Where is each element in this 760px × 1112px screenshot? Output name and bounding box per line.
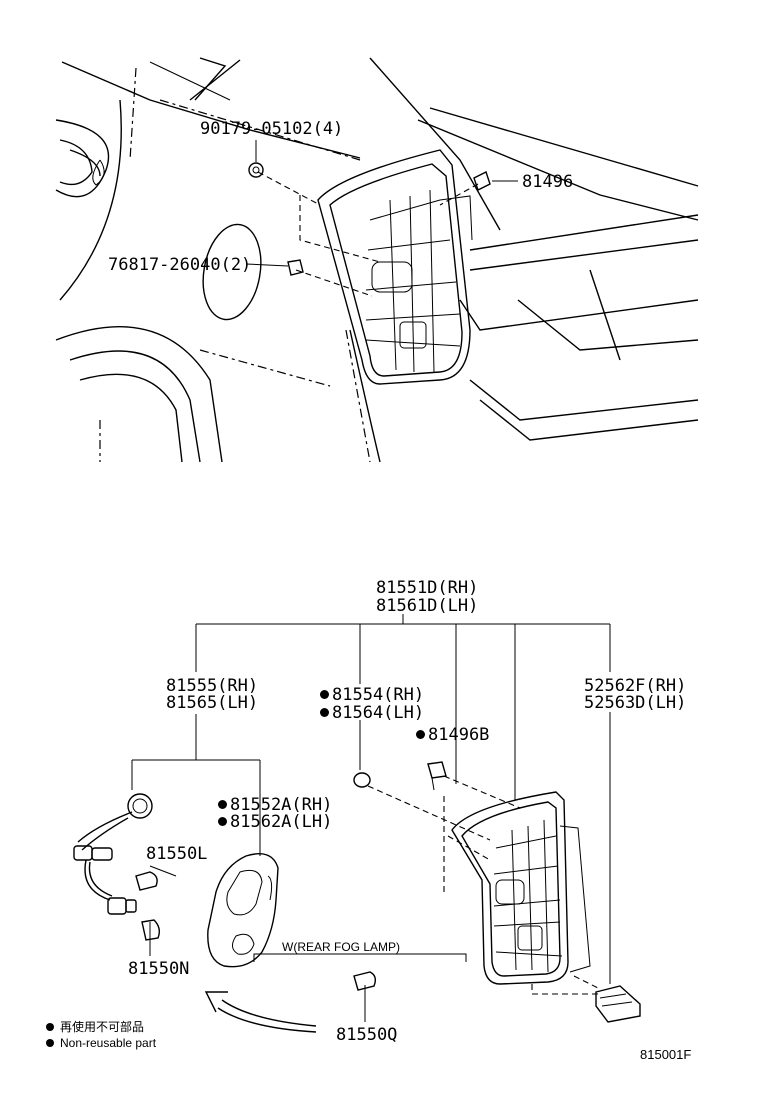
label-clip-b: 81496B [416,726,489,744]
label-clip: 81496 [522,172,574,192]
label-gasket-rh: 81552A(RH) [218,796,332,814]
label-socket-rh: 81555(RH) [166,676,259,696]
label-bulb-n: 81550N [128,959,190,979]
label-cover-lh: 52563D(LH) [584,693,687,713]
label-cover-rh: 52562F(RH) [584,676,687,696]
label-small-gasket-rh: 81554(RH) [320,686,424,704]
label-socket-lh: 81565(LH) [166,693,259,713]
label-screw: 76817-26040(2) [108,255,252,275]
label-assembly-lh: 81561D(LH) [376,596,479,616]
vehicle-rear-body [55,57,699,463]
label-assembly-rh: 81551D(RH) [376,578,479,598]
label-bulb-l: 81550L [146,844,208,864]
lamp-gasket [207,853,279,968]
upper-leaders [245,140,518,267]
legend-cn: 再使用不可部品 [46,1020,144,1034]
small-parts [353,761,641,1023]
label-fog-note: W(REAR FOG LAMP) [282,940,401,954]
bulb-socket-harness [73,793,161,941]
label-bulb-q: 81550Q [336,1025,398,1045]
figure-code: 815001F [640,1047,692,1062]
assembly-tree [131,614,611,1022]
tail-lamp-assembly [367,775,600,995]
label-nut: 90179-05102(4) [200,119,344,139]
label-small-gasket-lh: 81564(LH) [320,704,424,722]
direction-arrow [204,991,317,1033]
label-gasket-lh: 81562A(LH) [218,813,332,831]
legend-en: Non-reusable part [46,1036,156,1050]
